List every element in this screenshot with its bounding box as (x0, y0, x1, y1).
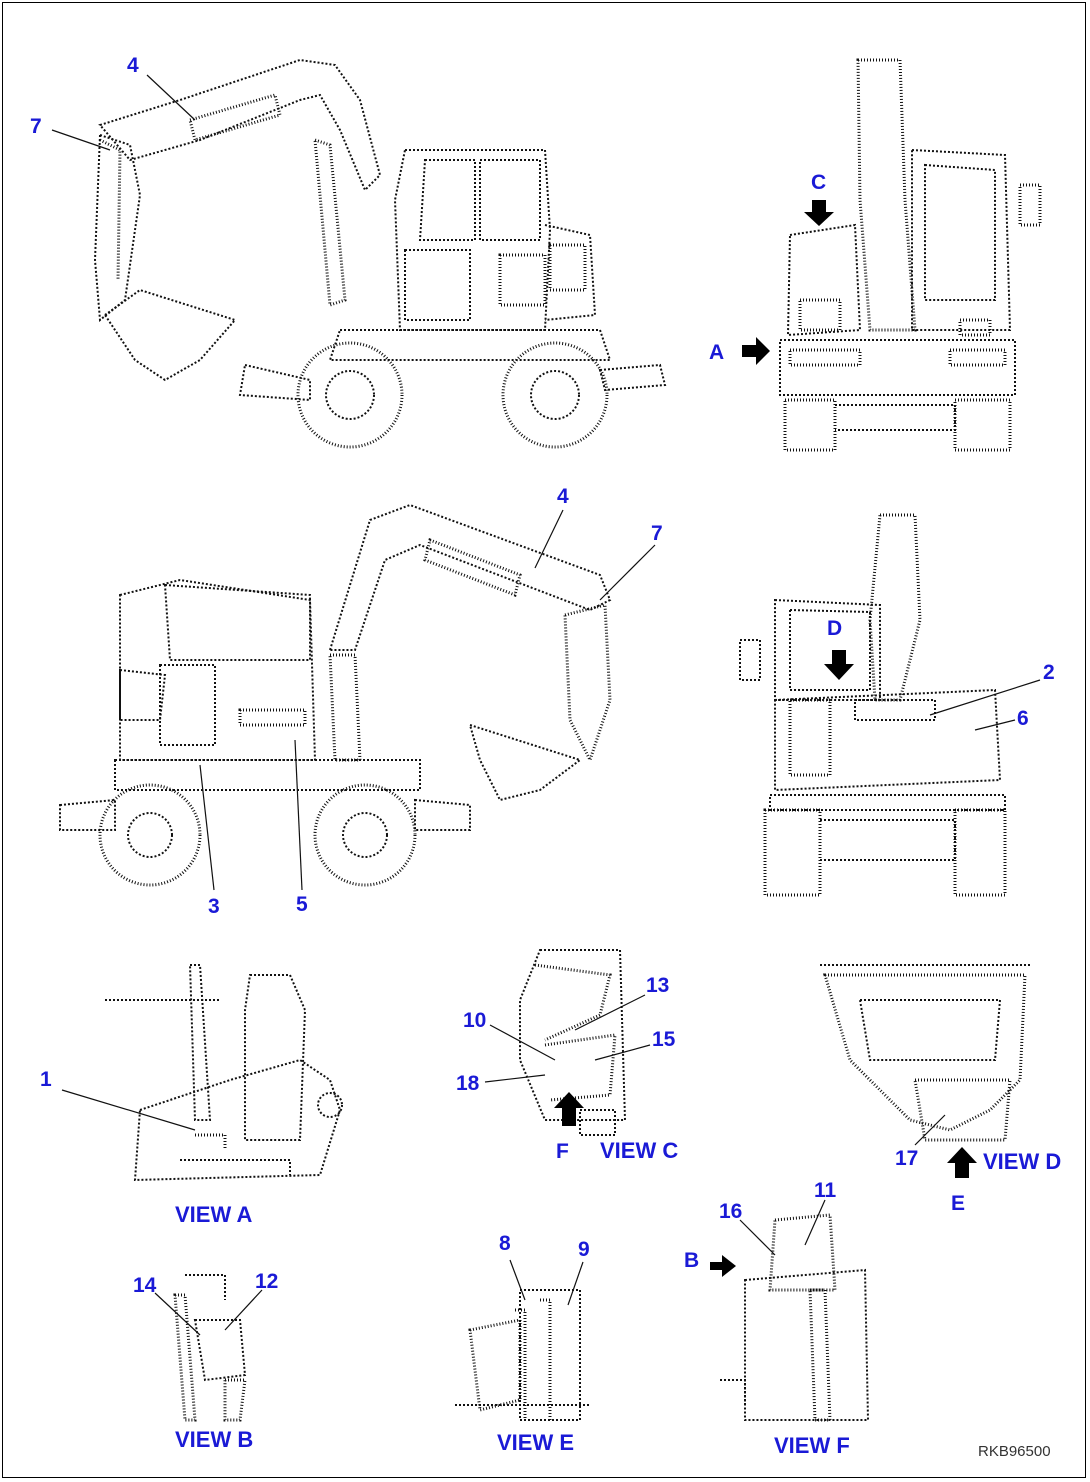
view-a-title: VIEW A (175, 1202, 253, 1227)
callout-10: 10 (463, 1009, 486, 1032)
callout-12: 12 (255, 1270, 278, 1293)
excavator-right-side-view (59, 503, 612, 887)
excavator-left-side-view (93, 58, 667, 449)
callout-d: D (827, 617, 842, 640)
view-d-detail (820, 964, 1030, 1142)
callout-4: 4 (127, 54, 139, 77)
arrow-f-up (554, 1092, 584, 1126)
callout-7: 7 (651, 522, 663, 545)
direction-arrows (554, 200, 977, 1277)
view-titles: VIEW A VIEW C VIEW D VIEW B VIEW E VIEW … (175, 1138, 1061, 1458)
view-b-title: VIEW B (175, 1427, 253, 1452)
callout-a: A (709, 341, 724, 364)
callout-f: F (556, 1140, 569, 1163)
arrow-e-up (947, 1147, 977, 1178)
callout-6: 6 (1017, 707, 1029, 730)
callout-3: 3 (208, 895, 220, 918)
callout-18: 18 (456, 1072, 480, 1095)
view-a-detail (105, 964, 343, 1182)
view-c-title: VIEW C (600, 1138, 678, 1163)
arrow-a-right (742, 337, 770, 365)
arrow-d-down (824, 650, 854, 680)
callout-7: 7 (30, 115, 42, 138)
callout-5: 5 (296, 893, 308, 916)
callout-9: 9 (578, 1238, 590, 1261)
callout-8: 8 (499, 1232, 511, 1255)
excavator-front-view (739, 513, 1007, 897)
callout-2: 2 (1043, 661, 1055, 684)
callout-14: 14 (133, 1274, 157, 1297)
view-d-title: VIEW D (983, 1149, 1061, 1174)
callout-16: 16 (719, 1200, 742, 1223)
callout-b: B (684, 1249, 699, 1272)
callout-c: C (811, 171, 826, 194)
callout-1: 1 (40, 1068, 52, 1091)
arrow-b-right (710, 1255, 736, 1277)
callout-4: 4 (557, 485, 569, 508)
view-f-title: VIEW F (774, 1433, 850, 1458)
callout-e: E (951, 1192, 965, 1215)
view-e-title: VIEW E (497, 1430, 574, 1455)
leader-lines (51, 74, 1041, 1336)
excavator-rear-view (779, 58, 1042, 452)
arrow-c-down (804, 200, 834, 226)
view-c-detail (519, 949, 627, 1136)
drawing-reference-code: RKB96500 (978, 1443, 1051, 1460)
callout-17: 17 (895, 1147, 918, 1170)
callout-15: 15 (652, 1028, 676, 1051)
view-f-detail (720, 1213, 870, 1422)
view-b-detail (173, 1274, 247, 1422)
callouts: 4 7 C A 4 7 3 5 D 2 6 1 13 10 15 18 F 17… (30, 54, 1055, 1297)
view-e-detail (455, 1289, 590, 1421)
callout-11: 11 (814, 1179, 837, 1202)
callout-13: 13 (646, 974, 669, 997)
